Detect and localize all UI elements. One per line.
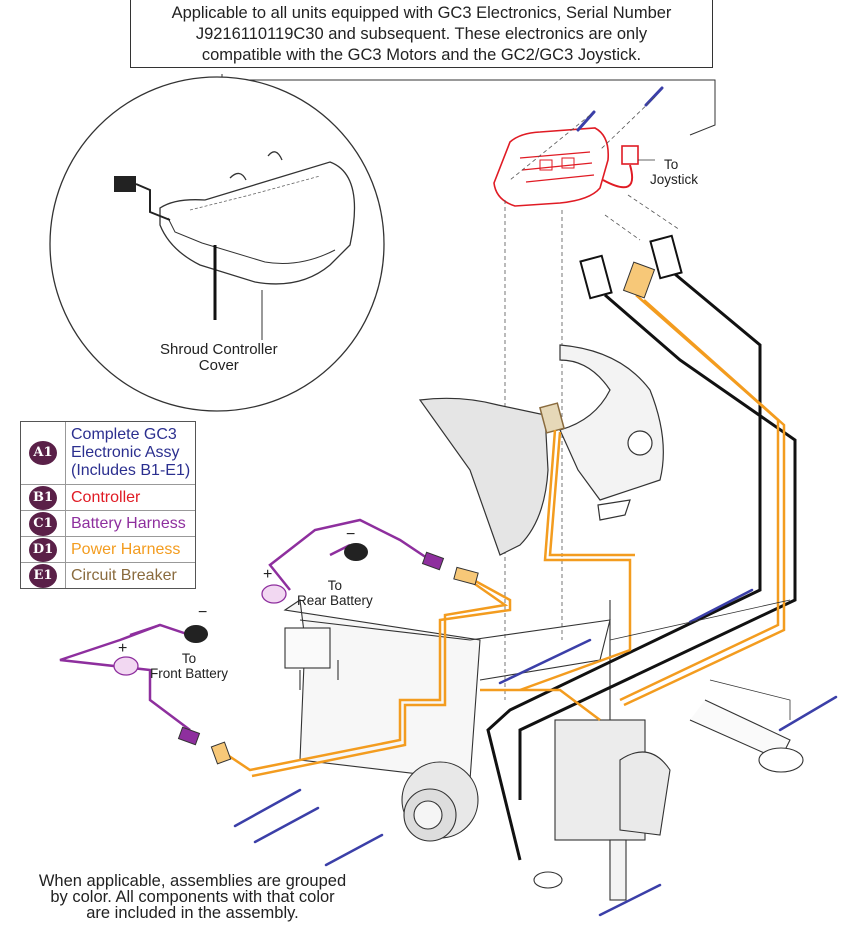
legend-label-a1-line-1: Complete GC3 <box>71 426 177 443</box>
callout-shroud-line-2: Cover <box>198 357 239 374</box>
legend-row-a1: A1 Complete GC3 Electronic Assy (Include… <box>21 422 195 484</box>
battery-harness-wires <box>59 518 431 731</box>
rear-battery-minus-sign: − <box>346 526 356 543</box>
callout-leaders <box>609 159 791 720</box>
callout-front-battery-line-2: Front Battery <box>150 666 229 681</box>
legend-row-e1: E1 Circuit Breaker <box>21 562 195 588</box>
shroud-inset <box>49 76 385 412</box>
legend-label-c1: Battery Harness <box>71 514 186 532</box>
controller <box>493 127 639 207</box>
front-battery-plus-sign: + <box>118 640 128 657</box>
header-note: Applicable to all units equipped with GC… <box>130 0 713 68</box>
shroud <box>418 344 664 556</box>
legend-label-d1: Power Harness <box>71 540 181 558</box>
battery-harness-parts <box>113 543 445 746</box>
legend-label-a1-line-2: Electronic Assy <box>71 444 180 461</box>
legend-row-d1: D1 Power Harness <box>21 536 195 562</box>
legend-label-a1-line-3: (Includes B1-E1) <box>71 462 191 479</box>
callout-shroud-controller-cover: Shroud Controller Cover <box>160 342 278 374</box>
rear-battery-plus-sign: + <box>263 566 273 583</box>
color-legend: A1 Complete GC3 Electronic Assy (Include… <box>20 421 196 589</box>
callout-joystick-line-1: To <box>664 157 679 172</box>
legend-badge-e1: E1 <box>29 563 57 588</box>
assembly-guides <box>504 96 681 700</box>
header-note-line-3: compatible with the GC3 Motors and the G… <box>201 46 642 64</box>
legend-badge-b1: B1 <box>29 485 57 510</box>
callout-rear-battery-line-2: Rear Battery <box>297 593 373 608</box>
callout-rear-battery: To Rear Battery <box>297 578 373 608</box>
legend-badge-d1: D1 <box>29 537 57 562</box>
callout-shroud-line-1: Shroud Controller <box>160 341 278 358</box>
header-note-line-1: Applicable to all units equipped with GC… <box>171 4 672 22</box>
legend-row-b1: B1 Controller <box>21 484 195 510</box>
callout-front-battery-line-1: To <box>181 651 197 666</box>
legend-badge-a1: A1 <box>29 441 57 465</box>
front-battery-minus-sign: − <box>198 604 208 621</box>
chassis <box>283 599 804 901</box>
callout-joystick-line-2: Joystick <box>650 172 699 187</box>
footer-note-line-1: When applicable, assemblies are grouped <box>38 872 347 890</box>
motor-connectors <box>579 234 683 300</box>
cable-ties <box>233 588 838 917</box>
legend-badge-c1: C1 <box>29 511 57 536</box>
footer-note: When applicable, assemblies are grouped … <box>10 872 375 922</box>
screws <box>576 86 664 132</box>
power-harness-wires <box>219 294 786 778</box>
harness-connectors <box>210 261 656 765</box>
callout-front-battery: To Front Battery <box>150 651 228 681</box>
legend-label-b1: Controller <box>71 488 141 506</box>
legend-label-e1: Circuit Breaker <box>71 566 177 584</box>
legend-row-c1: C1 Battery Harness <box>21 510 195 536</box>
legend-label-a1: Complete GC3 Electronic Assy (Includes B… <box>66 426 190 480</box>
callout-rear-battery-line-1: To <box>327 578 343 593</box>
header-note-line-2: J9216110119C30 and subsequent. These ele… <box>195 25 648 43</box>
motor-cables <box>486 268 797 861</box>
callout-joystick: To Joystick <box>650 157 698 187</box>
footer-note-line-2: by color. All components with that color <box>50 888 335 906</box>
footer-note-line-3: are included in the assembly. <box>86 904 299 922</box>
